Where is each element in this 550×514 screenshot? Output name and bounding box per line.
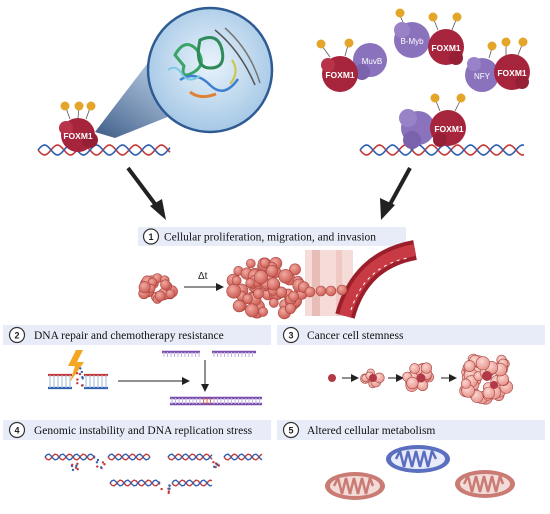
stemness-progression <box>328 353 513 405</box>
foxm1-label-c2: FOXM1 <box>431 43 461 53</box>
panel-2: 2 DNA repair and chemotherapy resistance <box>3 325 271 406</box>
broken-dna <box>48 367 108 390</box>
blood-vessel <box>335 240 418 319</box>
foxm1-dna-complex: FOXM1 <box>399 93 466 149</box>
panel-3-number: 3 <box>288 331 293 341</box>
migrating-cells <box>304 284 348 298</box>
foxm1-muvb-complex: FOXM1 MuvB <box>316 38 387 92</box>
nfy-foxm1-complex: NFY FOXM1 <box>465 37 530 92</box>
foxm1-label-c1: FOXM1 <box>325 70 355 80</box>
bmyb-label: B-Myb <box>400 37 424 46</box>
mitochondrion-left <box>325 472 385 500</box>
foxm1-complexes-panel: FOXM1 MuvB B-Myb FOXM1 <box>316 8 530 156</box>
bmyb-foxm1-complex: B-Myb FOXM1 <box>394 8 464 65</box>
panel-5: 5 Altered cellular metabolism <box>277 420 545 500</box>
mitochondrion-right <box>455 470 515 498</box>
panel-4-title: Genomic instability and DNA replication … <box>34 425 253 437</box>
lightning-icon <box>68 350 84 382</box>
foxm1-label-c4: FOXM1 <box>434 124 464 134</box>
panel-4-header <box>3 420 271 440</box>
foxm1-label-c3: FOXM1 <box>497 68 527 78</box>
foxm1-label-left: FOXM1 <box>63 131 93 141</box>
foxm1-structure-panel: FOXM1 <box>37 6 274 156</box>
small-tumor <box>138 273 178 304</box>
large-tumor <box>226 256 310 320</box>
panel-2-title: DNA repair and chemotherapy resistance <box>34 330 224 342</box>
panel-1-number: 1 <box>148 232 153 242</box>
muvb-label: MuvB <box>362 57 382 66</box>
panel-3-title: Cancer cell stemness <box>307 330 404 342</box>
nfy-label: NFY <box>474 72 491 81</box>
panel-2-header <box>3 325 271 345</box>
fragmented-dna <box>44 453 263 495</box>
panel-2-number: 2 <box>14 331 19 341</box>
panel-3-header <box>277 325 545 345</box>
crystal-structure-zoom <box>146 6 274 134</box>
panel-4-number: 4 <box>14 426 19 436</box>
repair-strands <box>162 350 262 406</box>
panel-1-title: Cellular proliferation, migration, and i… <box>164 232 376 244</box>
panel-1: 1 Cellular proliferation, migration, and… <box>138 227 418 320</box>
dna-helix-left <box>37 144 171 156</box>
converging-arrows <box>126 166 412 220</box>
phospho-left <box>60 101 96 120</box>
panel-4: 4 Genomic instability and DNA replicatio… <box>3 420 271 495</box>
panel-1-header <box>138 227 406 246</box>
delta-t-label: Δt <box>198 271 208 282</box>
panel-5-header <box>277 420 545 440</box>
panel-3: 3 Cancer cell stemness <box>277 325 545 405</box>
mitochondrion-blue <box>386 445 450 473</box>
panel-5-title: Altered cellular metabolism <box>307 425 435 437</box>
panel-5-number: 5 <box>288 426 293 436</box>
